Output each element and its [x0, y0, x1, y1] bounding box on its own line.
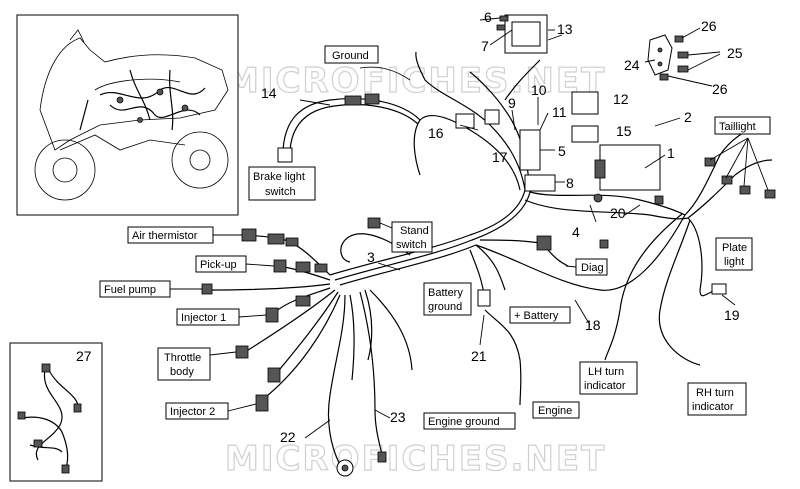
- callout-7: 7: [481, 38, 489, 54]
- ecu-1: [599, 144, 661, 191]
- svg-text:Diag: Diag: [581, 262, 604, 274]
- label-injector-2: Injector 2: [165, 402, 229, 420]
- callout-20: 20: [610, 205, 626, 221]
- callout-2: 2: [684, 109, 692, 125]
- svg-text:LH turn: LH turn: [588, 366, 624, 378]
- callout-1: 1: [667, 145, 675, 161]
- svg-text:switch: switch: [265, 186, 296, 198]
- svg-text:indicator: indicator: [692, 401, 734, 413]
- main-harness: [201, 14, 776, 477]
- svg-text:Stand: Stand: [400, 225, 429, 237]
- svg-text:Pick-up: Pick-up: [200, 259, 237, 271]
- relay-15: [571, 125, 599, 143]
- svg-text:indicator: indicator: [584, 380, 626, 392]
- svg-text:ground: ground: [428, 301, 462, 313]
- callout-13: 13: [557, 21, 573, 37]
- svg-text:Air thermistor: Air thermistor: [132, 230, 198, 242]
- callout-17: 17: [492, 149, 508, 165]
- label-stand-switch: Stand switch: [391, 221, 433, 253]
- label-taillight: Taillight: [714, 116, 771, 135]
- brake-switch-connector: [277, 147, 293, 163]
- label-throttle-body: Throttle body: [157, 347, 211, 381]
- callout-23: 23: [390, 409, 406, 425]
- callout-24: 24: [624, 57, 640, 73]
- callout-6: 6: [484, 9, 492, 25]
- label-lh-turn-indicator: LH turn indicator: [579, 361, 638, 395]
- svg-text:Battery: Battery: [428, 287, 463, 299]
- label-engine-ground: Engine ground: [423, 412, 516, 430]
- callout-27: 27: [76, 348, 92, 364]
- label-brake-light-switch: Brake light switch: [248, 166, 316, 201]
- callout-9: 9: [508, 95, 516, 111]
- callout-14: 14: [261, 85, 277, 101]
- callout-5: 5: [558, 143, 566, 159]
- label-battery-plus: + Battery: [509, 306, 571, 324]
- callout-25: 25: [727, 45, 743, 61]
- label-air-thermistor: Air thermistor: [127, 226, 214, 244]
- label-plate-light: Plate light: [715, 237, 753, 271]
- callout-19: 19: [724, 307, 740, 323]
- relay-12: [571, 91, 599, 115]
- label-rh-turn-indicator: RH turn indicator: [687, 382, 747, 416]
- leader-lines: [299, 17, 769, 439]
- label-diag: Diag: [575, 258, 608, 276]
- watermark-top: MICROFICHES.NET: [225, 61, 606, 101]
- svg-text:body: body: [170, 366, 194, 378]
- callout-15: 15: [616, 123, 632, 139]
- label-engine: Engine: [532, 401, 580, 419]
- label-battery-ground: Battery ground: [423, 282, 472, 316]
- svg-text:Fuel pump: Fuel pump: [104, 284, 156, 296]
- callout-8: 8: [566, 175, 574, 191]
- callout-4: 4: [572, 224, 580, 240]
- callout-3: 3: [367, 249, 375, 265]
- svg-text:Injector 2: Injector 2: [170, 406, 215, 418]
- motorcycle-inset: [16, 14, 239, 216]
- callout-10: 10: [531, 82, 547, 98]
- svg-text:Plate: Plate: [722, 242, 747, 254]
- svg-text:RH turn: RH turn: [696, 387, 734, 399]
- callout-numbers: 1 2 3 4 5 6 7 8 9 10 11 12 13 14 15 16 1…: [76, 9, 743, 445]
- callout-16: 16: [428, 125, 444, 141]
- callout-22: 22: [280, 429, 296, 445]
- svg-text:switch: switch: [396, 239, 427, 251]
- label-injector-1: Injector 1: [176, 308, 240, 326]
- callout-26-bottom: 26: [712, 81, 728, 97]
- svg-text:light: light: [724, 256, 744, 268]
- callout-21: 21: [471, 348, 487, 364]
- callout-11: 11: [552, 104, 567, 120]
- label-fuel-pump: Fuel pump: [99, 280, 171, 298]
- svg-text:Brake light: Brake light: [253, 171, 305, 183]
- harness-inset-27: [9, 342, 103, 482]
- callout-12: 12: [613, 91, 629, 107]
- svg-text:Injector 1: Injector 1: [181, 312, 226, 324]
- label-pick-up: Pick-up: [195, 255, 247, 273]
- callout-18: 18: [585, 317, 601, 333]
- svg-text:+ Battery: + Battery: [514, 310, 559, 322]
- svg-text:Engine: Engine: [538, 405, 572, 417]
- watermark-bottom: MICROFICHES.NET: [225, 439, 606, 479]
- svg-text:Taillight: Taillight: [719, 121, 756, 133]
- svg-text:Ground: Ground: [332, 50, 369, 62]
- label-ground: Ground: [324, 45, 379, 64]
- svg-text:Throttle: Throttle: [164, 352, 201, 364]
- callout-26-top: 26: [701, 18, 717, 34]
- svg-text:Engine ground: Engine ground: [428, 416, 500, 428]
